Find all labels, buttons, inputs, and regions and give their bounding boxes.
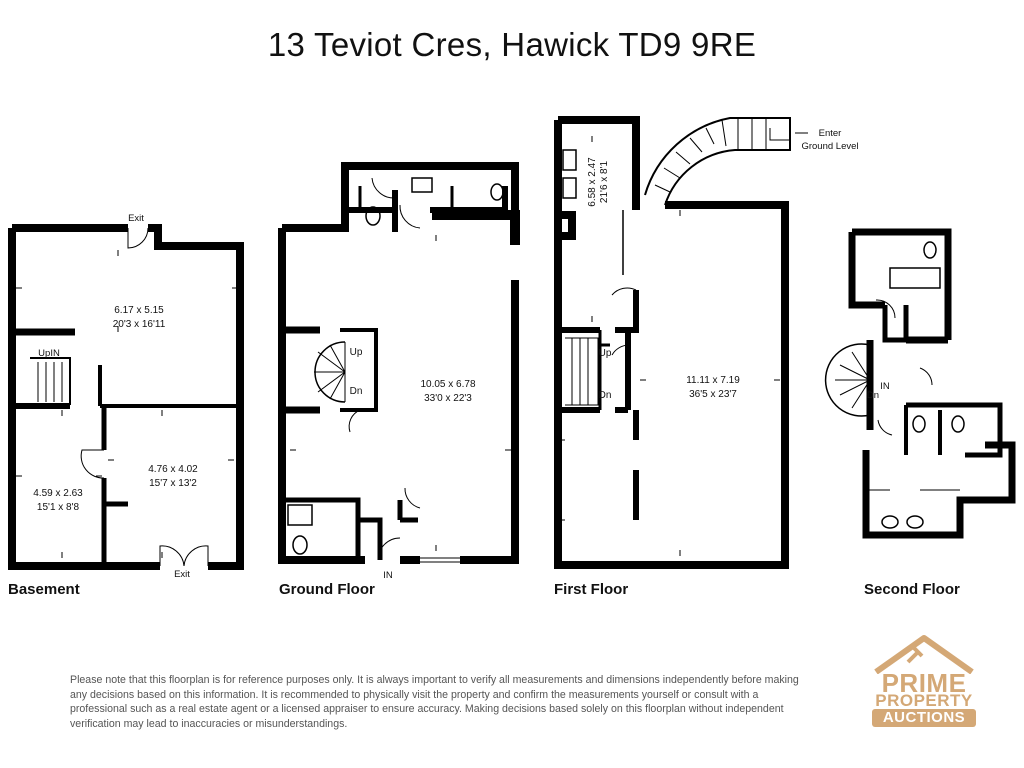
first-up-label: Up: [599, 348, 612, 359]
second-floor-plan: [824, 228, 1016, 539]
floor-label-ground: Ground Floor: [279, 581, 375, 598]
logo-line1: PRIME: [881, 668, 967, 698]
basement-right-metric: 4.76 x 4.02: [148, 464, 198, 475]
house-roof-icon: [874, 635, 974, 675]
basement-upin-label: UpIN: [38, 348, 60, 359]
basement-left-imperial: 15'1 x 8'8: [37, 502, 80, 513]
floor-label-second: Second Floor: [864, 581, 960, 598]
company-logo: PRIME PROPERTY AUCTIONS: [868, 634, 980, 730]
first-floor-plan: [554, 116, 808, 569]
exit-top-label: Exit: [128, 213, 144, 224]
basement-plan: [8, 224, 244, 570]
second-in-label: IN: [880, 381, 890, 392]
first-narrow-imperial: 21'6 x 8'1: [599, 160, 610, 203]
basement-right-imperial: 15'7 x 13'2: [149, 478, 197, 489]
ground-up-label: Up: [350, 347, 363, 358]
first-narrow-metric: 6.58 x 2.47: [587, 157, 598, 207]
page-title: 13 Teviot Cres, Hawick TD9 9RE: [267, 26, 757, 63]
disclaimer-text: Please note that this floorplan is for r…: [70, 674, 799, 730]
ground-in-label: IN: [383, 570, 393, 581]
basement-left-metric: 4.59 x 2.63: [33, 488, 83, 499]
first-main-metric: 11.11 x 7.19: [686, 375, 740, 386]
basement-main-imperial: 20'3 x 16'11: [113, 319, 166, 330]
ground-main-imperial: 33'0 x 22'3: [424, 393, 472, 404]
basement-main-metric: 6.17 x 5.15: [114, 305, 164, 316]
logo-line2: PROPERTY: [875, 691, 973, 710]
second-dn-label: Dn: [867, 390, 879, 401]
exit-bottom-label: Exit: [174, 569, 190, 580]
ground-main-metric: 10.05 x 6.78: [420, 379, 475, 390]
first-dn-label: Dn: [599, 390, 612, 401]
enter-label-line1: Enter: [819, 128, 842, 139]
floor-label-basement: Basement: [8, 581, 80, 598]
logo-line3: AUCTIONS: [872, 709, 976, 727]
ground-floor-plan: [278, 162, 520, 564]
enter-label-line2: Ground Level: [801, 141, 858, 152]
ground-dn-label: Dn: [350, 386, 363, 397]
floor-label-first: First Floor: [554, 581, 629, 598]
first-main-imperial: 36'5 x 23'7: [689, 389, 737, 400]
